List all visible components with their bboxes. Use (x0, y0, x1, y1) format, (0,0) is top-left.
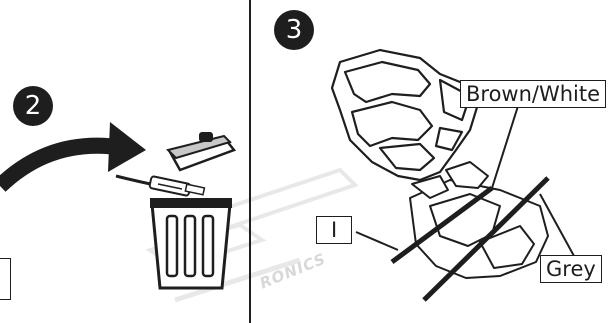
wire-label-i: I (316, 216, 352, 244)
wire-label-grey: Grey (540, 255, 602, 283)
step-number-badge: 2 (13, 86, 53, 126)
removed-connector-icon (116, 176, 204, 196)
wire-label-brown-white: Brown/White (460, 80, 606, 108)
connector-housing-icon (332, 50, 478, 180)
terminal-block-icon (410, 162, 548, 278)
curved-arrow-icon (0, 122, 146, 186)
step-number-badge: 3 (274, 10, 314, 50)
trash-bin-icon (150, 132, 234, 288)
pointer-line-i (356, 232, 398, 250)
partial-frame (0, 258, 11, 300)
